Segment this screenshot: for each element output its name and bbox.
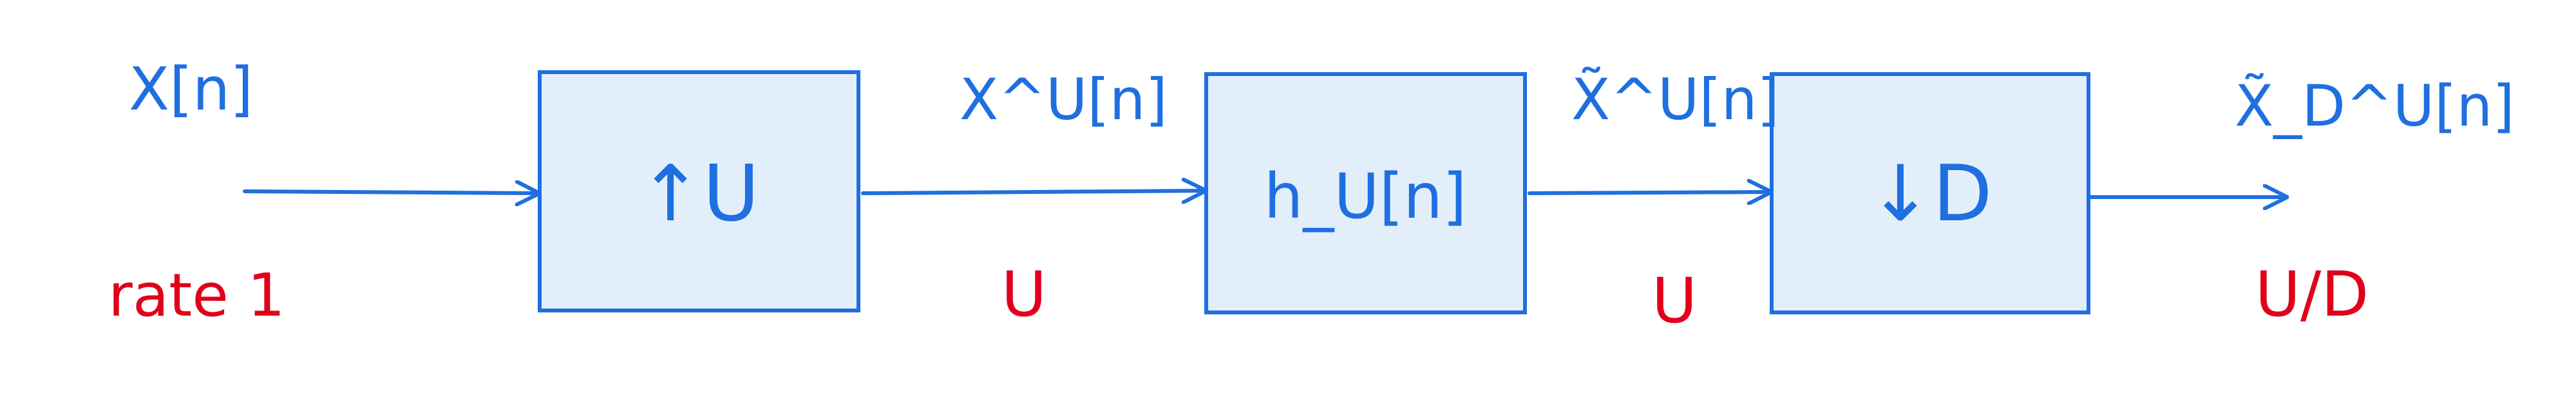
filtered-signal-label: X̃^U[n] <box>1571 66 1779 133</box>
upsampled-rate-label: U <box>1001 258 1046 330</box>
upsampler-block <box>538 70 860 312</box>
downsampler-label: ↓D <box>1868 149 1993 239</box>
downsampler-block <box>1770 72 2090 314</box>
output-rate-label: U/D <box>2255 258 2369 330</box>
filtered-rate-label: U <box>1652 265 1697 337</box>
output-signal-label: X̃_D^U[n] <box>2235 73 2515 139</box>
upsampled-arrow <box>861 191 1205 193</box>
filtered-arrow <box>1528 192 1770 193</box>
input-signal-label: X[n] <box>129 55 253 124</box>
upsampled-signal-label: X^U[n] <box>960 66 1168 133</box>
filter-label: h_U[n] <box>1264 160 1467 233</box>
upsampler-label: ↑U <box>638 149 759 239</box>
input-arrow <box>243 191 538 193</box>
input-rate-label: rate 1 <box>108 261 285 330</box>
filter-block <box>1204 72 1527 314</box>
